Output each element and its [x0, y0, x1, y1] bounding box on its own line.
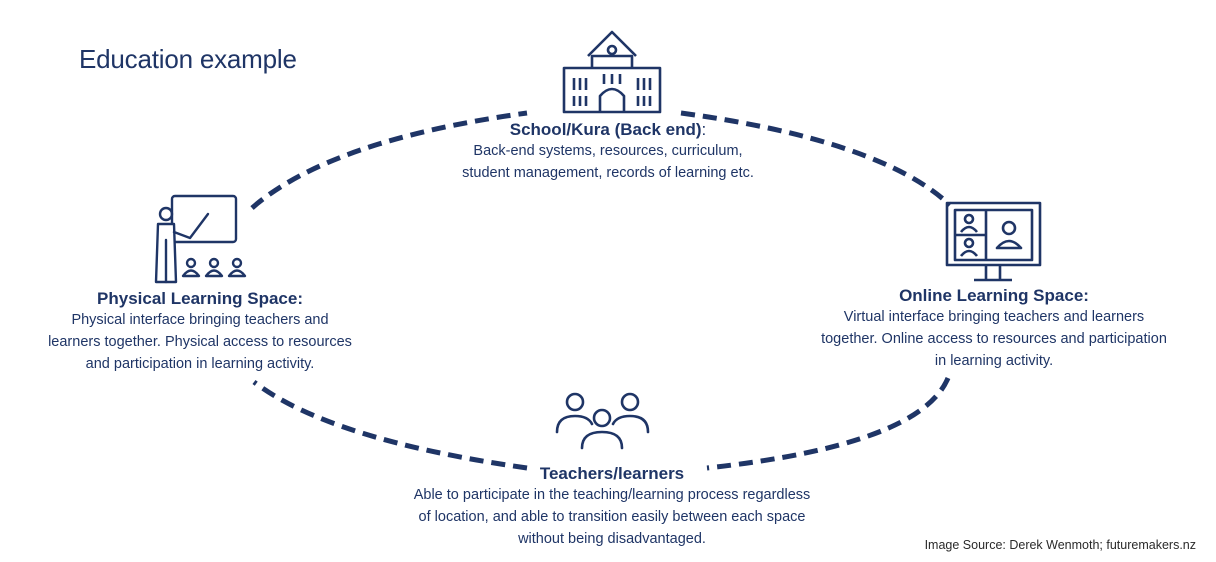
arc-online-to-teachers: [706, 376, 951, 471]
page-title: Education example: [79, 44, 297, 74]
school-node: School/Kura (Back end): Back-end systems…: [420, 120, 796, 184]
school-description: Back-end systems, resources, curriculum,…: [462, 143, 754, 181]
teachers-node: Teachers/learners Able to participate in…: [372, 464, 852, 550]
teachers-description: Able to participate in the teaching/lear…: [413, 487, 811, 547]
physical-description: Physical interface bringing teachers and…: [48, 312, 352, 372]
video-conference-monitor-icon: [945, 201, 1042, 282]
arc-physical-to-school: [250, 110, 528, 210]
physical-title: Physical Learning Space:: [97, 289, 303, 308]
image-source-credit: Image Source: Derek Wenmoth; futuremaker…: [924, 538, 1196, 552]
group-people-icon: [555, 392, 650, 450]
online-description: Virtual interface bringing teachers and …: [821, 309, 1167, 369]
teachers-title: Teachers/learners: [539, 464, 685, 483]
physical-node: Physical Learning Space: Physical interf…: [20, 289, 380, 375]
teacher-classroom-icon: [154, 194, 247, 284]
arc-school-to-online: [680, 110, 952, 207]
school-title: School/Kura (Back end):: [509, 120, 707, 139]
arc-teachers-to-physical: [252, 380, 528, 471]
online-title: Online Learning Space:: [899, 286, 1089, 305]
online-node: Online Learning Space: Virtual interface…: [790, 286, 1198, 372]
school-building-icon: [562, 30, 662, 114]
